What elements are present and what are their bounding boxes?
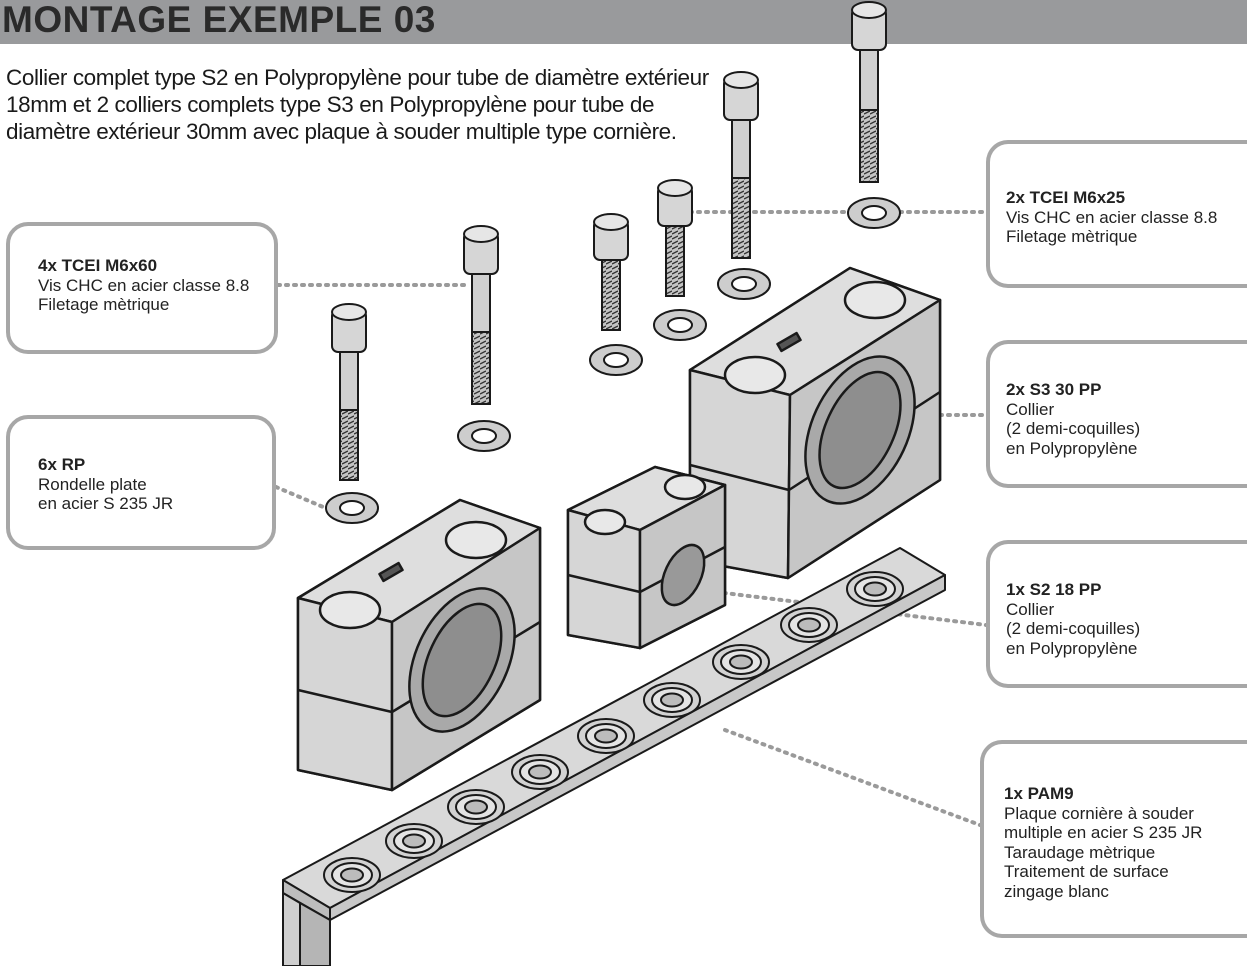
callout-title: 1x S2 18 PP	[1006, 580, 1102, 599]
callout-s2-18-pp: 1x S2 18 PP Collier (2 demi-coquilles) e…	[986, 540, 1247, 688]
callout-line: Plaque cornière à souder	[1004, 803, 1194, 823]
title-banner: MONTAGE EXEMPLE 03	[0, 0, 1247, 44]
callout-line: Collier	[1006, 599, 1055, 619]
screw-m6x60-d	[851, 1, 887, 183]
callout-line: Filetage mètrique	[1006, 227, 1138, 246]
callout-line: zingage blanc	[1004, 881, 1109, 901]
clamp-s2-middle	[566, 465, 727, 650]
washer-a	[325, 492, 379, 524]
washer-b	[457, 420, 511, 452]
callout-line: Vis CHC en acier classe 8.8	[1006, 207, 1218, 227]
screws-and-washers	[325, 1, 901, 524]
callout-line: Filetage mètrique	[38, 295, 170, 314]
callout-line: en Polypropylène	[1006, 638, 1138, 658]
callout-line: multiple en acier S 235 JR	[1004, 823, 1203, 842]
callout-line: Rondelle plate	[38, 474, 147, 494]
callout-line: (2 demi-coquilles)	[1006, 419, 1141, 438]
callout-rp: 6x RP Rondelle plate en acier S 235 JR	[6, 415, 276, 550]
washer-d	[653, 309, 707, 341]
callout-line: Traitement de surface	[1004, 862, 1169, 881]
callout-title: 2x S3 30 PP	[1006, 380, 1102, 399]
leader-rp	[274, 485, 337, 514]
callout-tcei-m6x25: 2x TCEI M6x25 Vis CHC en acier classe 8.…	[986, 140, 1247, 288]
callout-line: en acier S 235 JR	[38, 494, 174, 513]
screw-m6x60-a	[331, 303, 367, 481]
washer-e	[717, 268, 771, 300]
intro-text: Collier complet type S2 en Polypropylène…	[6, 65, 709, 144]
washer-c	[589, 344, 643, 376]
clamp-s3-left	[296, 498, 542, 792]
washer-f	[847, 197, 901, 229]
screw-m6x25-b	[657, 179, 693, 297]
callout-title: 6x RP	[38, 455, 86, 474]
callout-title: 4x TCEI M6x60	[38, 256, 158, 275]
callout-line: Collier	[1006, 399, 1055, 419]
callout-title: 2x TCEI M6x25	[1006, 188, 1126, 207]
clamp-s3-right	[688, 266, 942, 580]
callout-tcei-m6x60: 4x TCEI M6x60 Vis CHC en acier classe 8.…	[6, 222, 278, 354]
callout-line: en Polypropylène	[1006, 438, 1138, 458]
angle-plate-pam9	[282, 547, 946, 966]
screw-m6x60-c	[723, 71, 759, 259]
callout-line: Vis CHC en acier classe 8.8	[38, 275, 250, 295]
callout-title: 1x PAM9	[1004, 784, 1074, 803]
callout-pam9: 1x PAM9 Plaque cornière à souder multipl…	[980, 740, 1247, 938]
callout-s3-30-pp: 2x S3 30 PP Collier (2 demi-coquilles) e…	[986, 340, 1247, 488]
screw-m6x60-b	[463, 225, 499, 405]
callout-line: (2 demi-coquilles)	[1006, 619, 1141, 638]
page-title: MONTAGE EXEMPLE 03	[2, 0, 436, 40]
leader-pam9	[723, 728, 982, 827]
screw-m6x25-a	[593, 213, 629, 331]
callout-line: Taraudage mètrique	[1004, 842, 1156, 862]
